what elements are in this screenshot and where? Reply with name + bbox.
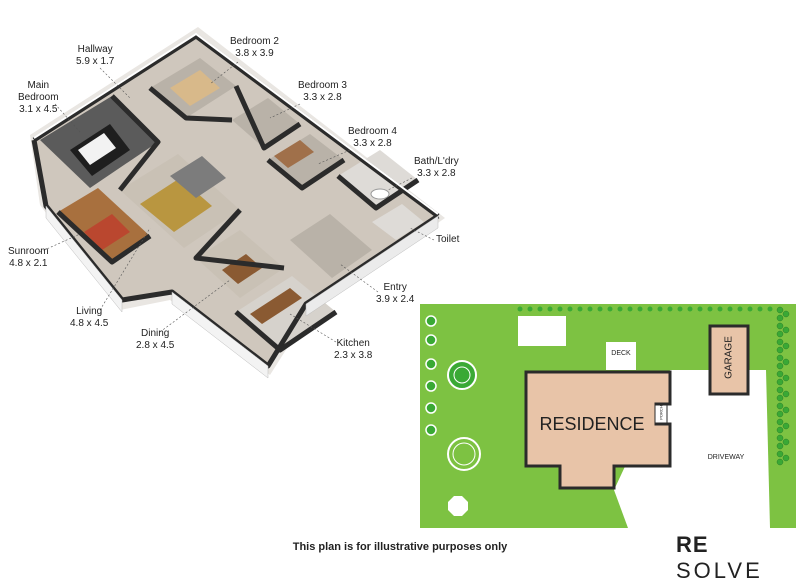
- room-name: Bath/L'dry: [414, 156, 459, 167]
- room-label-main-bedroom: Main Bedroom 3.1 x 4.5: [18, 68, 59, 128]
- room-label-bath-laundry: Bath/L'dry 3.3 x 2.8: [414, 156, 459, 180]
- residence-label: RESIDENCE: [539, 414, 645, 434]
- room-label-hallway: Hallway 5.9 x 1.7: [76, 44, 114, 68]
- garage-label: GARAGE: [723, 336, 735, 379]
- room-size: 5.9 x 1.7: [76, 56, 115, 67]
- disclaimer-note: This plan is for illustrative purposes o…: [292, 541, 508, 553]
- porch: [654, 404, 668, 424]
- large-tree: [447, 360, 477, 390]
- room-size: 3.8 x 3.9: [235, 48, 274, 59]
- room-size: 2.3 x 3.8: [334, 350, 373, 361]
- toilet-floor: [372, 204, 424, 240]
- room-size: 3.3 x 2.8: [417, 168, 456, 179]
- shed: [518, 316, 566, 346]
- floor-plan-graphic: [30, 27, 796, 528]
- exterior-face-south: [171, 291, 269, 379]
- room-label-kitchen: Kitchen 2.3 x 3.8: [334, 338, 372, 362]
- room-name: Living: [76, 306, 103, 317]
- exterior-face-west: [45, 205, 123, 313]
- logo-light-part: SOLVE: [676, 558, 763, 583]
- room-size: 3.1 x 4.5: [19, 104, 58, 115]
- room-size: 4.8 x 2.1: [9, 258, 48, 269]
- room-name: Main Bedroom: [18, 80, 59, 103]
- room-name: Entry: [383, 282, 407, 293]
- room-size: 3.3 x 2.8: [353, 138, 392, 149]
- room-name: Sunroom: [8, 246, 49, 257]
- entry-floor: [290, 214, 372, 278]
- room-label-sunroom: Sunroom 4.8 x 2.1: [8, 246, 49, 270]
- room-label-bedroom-3: Bedroom 3 3.3 x 2.8: [298, 80, 347, 104]
- trees-left: [425, 315, 437, 436]
- round-garden-bed: [447, 437, 481, 471]
- room-size: 3.9 x 2.4: [376, 294, 415, 305]
- deck: [606, 342, 636, 370]
- room-label-entry: Entry 3.9 x 2.4: [376, 282, 414, 306]
- room-name: Bedroom 3: [298, 80, 347, 91]
- room-size: 4.8 x 4.5: [70, 318, 109, 329]
- room-name: Toilet: [436, 234, 460, 245]
- resolve-logo: RE SOLVE: [676, 532, 800, 584]
- large-tree-inner: [453, 366, 471, 384]
- floorplan-3d: [30, 27, 445, 379]
- sunroom-rug: [84, 214, 130, 250]
- hedge-top: [517, 306, 773, 312]
- dining-table: [222, 254, 262, 284]
- main-bed-linen: [78, 133, 116, 165]
- room-name: Dining: [141, 328, 170, 339]
- hedge-right: [776, 306, 790, 466]
- room-label-bedroom-4: Bedroom 4 3.3 x 2.8: [348, 126, 397, 150]
- residence: [524, 370, 672, 490]
- logo-bold-part: RE: [676, 532, 709, 557]
- room-label-living: Living 4.8 x 4.5: [70, 306, 108, 330]
- room-size: 3.3 x 2.8: [303, 92, 342, 103]
- room-label-bedroom-2: Bedroom 2 3.8 x 3.9: [230, 36, 279, 60]
- deck-label: DECK: [611, 350, 631, 357]
- site-plan: [420, 304, 796, 528]
- wall-caps: [33, 32, 439, 215]
- room-name: Hallway: [77, 44, 113, 55]
- kitchen-bench: [250, 288, 302, 324]
- bath-basin: [370, 188, 390, 200]
- room-name: Bedroom 4: [348, 126, 397, 137]
- porch-label: PORCH: [658, 405, 664, 420]
- room-size: 2.8 x 4.5: [136, 340, 175, 351]
- bedroom4-desk: [274, 140, 314, 168]
- exterior-face-east: [305, 215, 439, 317]
- living-sofa: [170, 156, 226, 198]
- bedroom2-bed: [170, 70, 220, 106]
- room-label-dining: Dining 2.8 x 4.5: [136, 328, 174, 352]
- room-name: Kitchen: [336, 338, 370, 349]
- garage: [708, 324, 750, 396]
- room-label-toilet: Toilet: [436, 234, 459, 246]
- octagon-gazebo: [448, 496, 468, 516]
- leader-lines: [39, 61, 435, 343]
- bath-floor: [338, 150, 418, 208]
- driveway-label: DRIVEWAY: [707, 454, 745, 461]
- room-name: Bedroom 2: [230, 36, 279, 47]
- round-garden-bed-inner: [452, 442, 476, 466]
